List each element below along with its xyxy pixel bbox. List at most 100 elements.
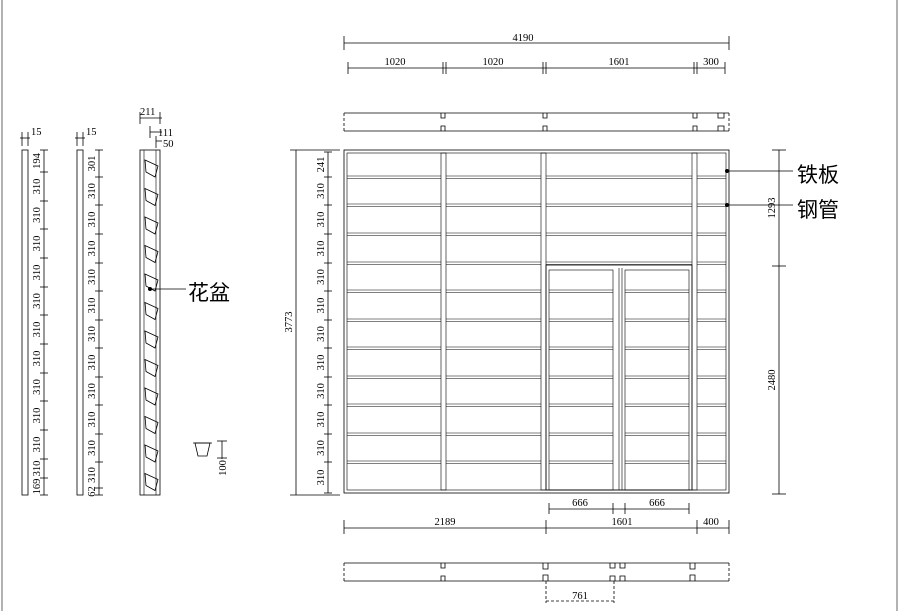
flower-pot-shape	[144, 301, 159, 321]
row-dim-label: 310	[87, 269, 98, 285]
row-dim-label: 310	[316, 269, 327, 285]
pot-detail-shape	[194, 442, 211, 457]
flower-pot-shape	[144, 273, 159, 292]
row-dim-label: 310	[32, 236, 43, 252]
dim-plan-bottom: 761	[572, 591, 588, 602]
flower-pots	[144, 159, 159, 492]
dim-overall-width: 4190	[513, 33, 534, 44]
bottom-dimensions: 2189 1601 400	[343, 517, 730, 534]
right-dimensions: 1293 2480	[767, 149, 786, 495]
label-iron-plate: 铁板	[797, 163, 839, 187]
post-2	[540, 152, 547, 491]
row-dim-label: 310	[32, 265, 43, 281]
section-left-dims: 194 310 310 310 310 310 310 310 310 310 310 310 169	[32, 149, 48, 496]
height-dimension: 3773	[284, 149, 340, 496]
bottom-plan-strip: 761	[343, 562, 730, 603]
callout-iron-plate: 铁板	[725, 163, 839, 187]
door-right	[624, 269, 690, 491]
flower-pot-shape	[144, 187, 159, 207]
flower-pot-shape	[144, 415, 159, 435]
dim-section-mid-width: 15	[86, 127, 97, 138]
dim-pot-2: 111	[158, 128, 173, 139]
flower-pot-shape	[144, 444, 159, 463]
row-dim-label: 310	[316, 440, 327, 456]
section-mid: 15 301 310 310 310 310 310 310 310 310 310 310 310 6…	[75, 127, 103, 497]
section-pot: 211 111 50 花盆	[139, 107, 230, 496]
row-dim-label: 310	[32, 351, 43, 367]
row-dim-label: 310	[316, 298, 327, 314]
row-dim-label: 310	[87, 298, 98, 314]
row-dim-label: 310	[32, 437, 43, 453]
flower-pot-shape	[144, 358, 159, 378]
row-dim-label: 310	[316, 241, 327, 257]
label-steel-pipe: 钢管	[797, 198, 839, 222]
row-dim-label: 310	[32, 322, 43, 338]
dim-door-left: 666	[572, 498, 588, 509]
flower-pot-shape	[144, 472, 159, 492]
row-dim-label: 310	[87, 412, 98, 428]
door-rail-lines	[549, 289, 689, 464]
dim-pot-detail-height: 100	[218, 460, 229, 476]
dim-segment-4: 300	[703, 57, 719, 68]
door-left	[548, 269, 614, 491]
top-dimensions: 4190 1020 1020 1601 300	[343, 33, 730, 74]
dim-bottom-3: 400	[703, 517, 719, 528]
front-elevation	[343, 149, 730, 494]
dim-segment-2: 1020	[483, 57, 504, 68]
row-dim-label: 241	[316, 157, 327, 173]
dim-right-upper: 1293	[767, 198, 778, 219]
dim-pot-1: 211	[140, 107, 155, 118]
row-dim-label: 310	[87, 383, 98, 399]
flower-pot-shape	[144, 159, 159, 178]
top-plan-strip	[343, 112, 730, 132]
label-flower-pot: 花盆	[188, 281, 230, 305]
row-dim-label: 310	[32, 207, 43, 223]
row-dim-label: 310	[316, 212, 327, 228]
row-dim-label: 310	[87, 355, 98, 371]
row-dim-label: 310	[32, 179, 43, 195]
flower-pot-shape	[144, 330, 159, 349]
callout-steel-pipe: 钢管	[725, 198, 839, 222]
dim-door-right: 666	[649, 498, 665, 509]
section-mid-dims: 301 310 310 310 310 310 310 310 310 310 310 310 62	[87, 149, 103, 497]
row-dim-label: 310	[87, 326, 98, 342]
row-dim-label: 310	[316, 183, 327, 199]
row-dim-label: 194	[32, 152, 43, 169]
row-dim-label: 310	[32, 461, 43, 477]
row-dim-label: 310	[87, 440, 98, 456]
door-width-dimensions: 666 666	[548, 498, 690, 514]
row-dim-label: 310	[316, 383, 327, 399]
row-dim-label: 310	[32, 408, 43, 424]
row-dim-label: 310	[87, 241, 98, 257]
row-dim-label: 310	[316, 355, 327, 371]
row-dim-label: 310	[316, 412, 327, 428]
row-dim-label: 310	[87, 183, 98, 199]
row-dim-label: 330	[0, 0, 8, 3]
section-left: 15 1943103103103103103103103103103103101…	[20, 127, 48, 496]
row-dim-label: 62	[87, 486, 98, 497]
row-dim-label: 301	[87, 156, 98, 172]
flower-pot-shape	[144, 244, 159, 264]
dim-section-left-width: 15	[31, 127, 42, 138]
dim-segment-1: 1020	[385, 57, 406, 68]
row-dim-label: 310	[32, 293, 43, 309]
row-dim-label: 169	[32, 479, 43, 495]
post-1	[440, 152, 447, 491]
dim-segment-3: 1601	[609, 57, 630, 68]
post-3	[691, 152, 698, 491]
row-dim-label: 310	[87, 467, 98, 483]
flower-pot-shape	[144, 216, 159, 235]
flower-pot-shape	[144, 387, 159, 406]
dim-pot-3: 50	[163, 139, 174, 150]
row-dim-label: 310	[87, 212, 98, 228]
row-dim-label: 310	[316, 326, 327, 342]
dim-total-height: 3773	[284, 312, 295, 333]
pot-detail: 100	[193, 440, 229, 476]
dim-right-lower: 2480	[767, 370, 778, 391]
row-dim-label: 310	[32, 379, 43, 395]
row-dim-label: 310	[316, 470, 327, 486]
dim-bottom-1: 2189	[435, 517, 456, 528]
shelf-lines	[347, 175, 726, 464]
dim-bottom-2: 1601	[612, 517, 633, 528]
